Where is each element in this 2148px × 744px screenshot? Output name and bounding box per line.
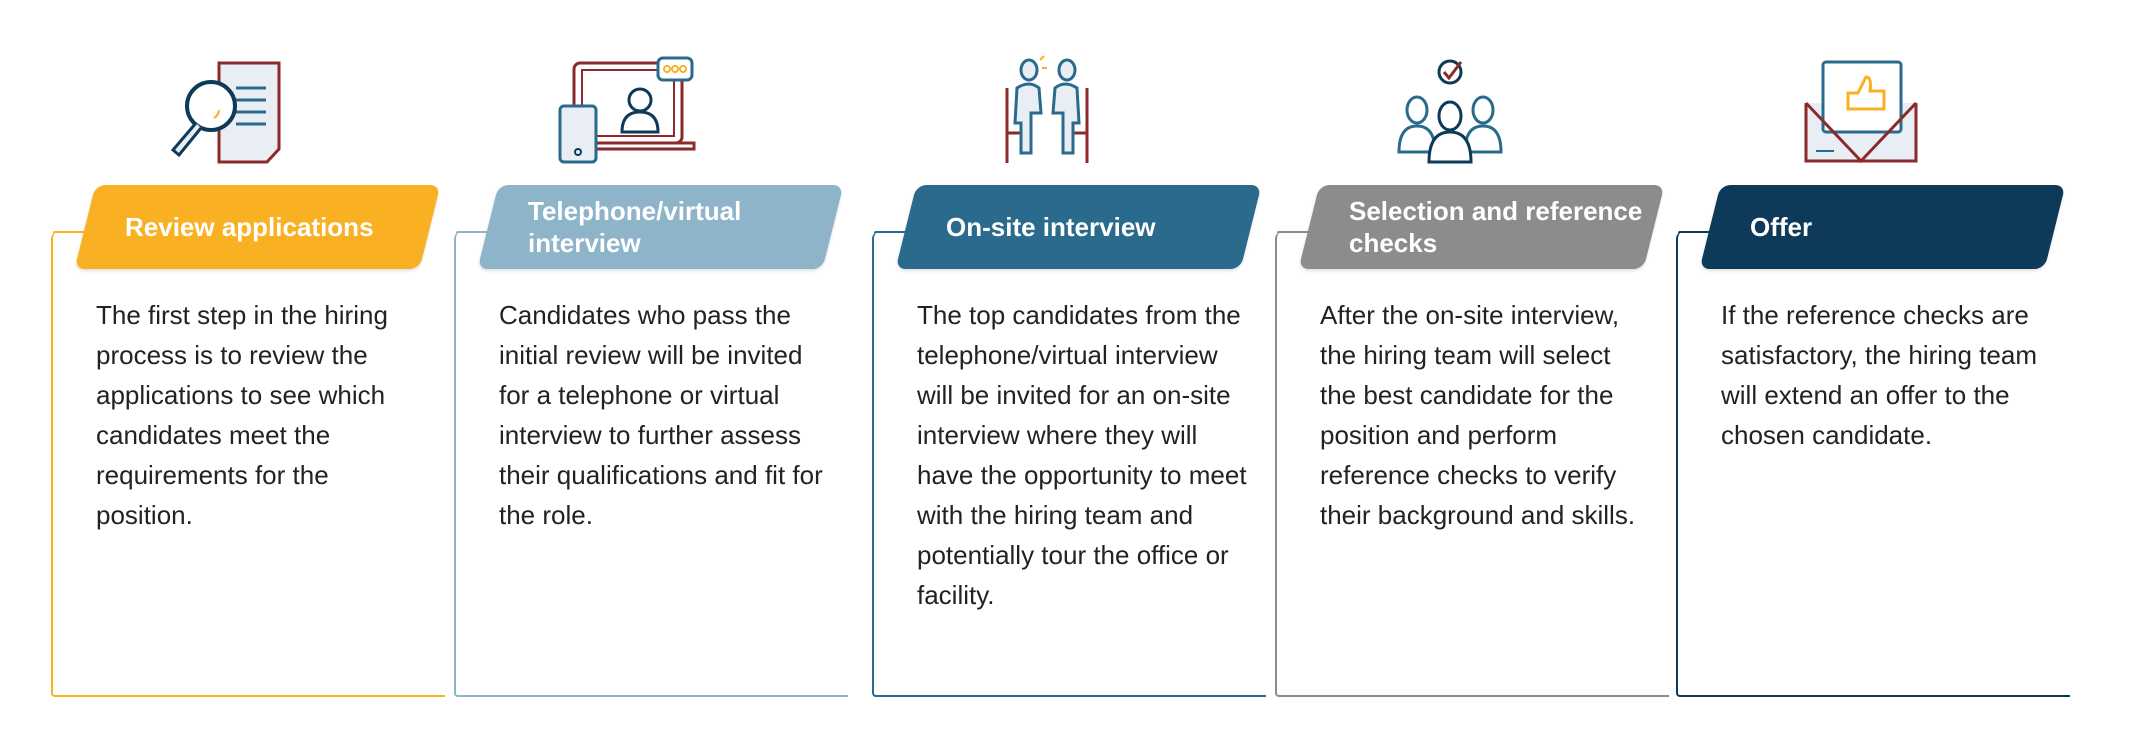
selected-candidate-icon bbox=[1397, 59, 1503, 164]
step-description: If the reference checks are satisfactory… bbox=[1721, 300, 2037, 450]
step-selection-reference-checks: Selection and reference checks After the… bbox=[1275, 40, 1675, 700]
offer-envelope-icon bbox=[1804, 60, 1918, 164]
step-title: Selection and reference checks bbox=[1349, 196, 1643, 258]
magnifier-document-icon bbox=[170, 61, 281, 164]
step-title: Telephone/virtual interview bbox=[528, 196, 742, 258]
step-label: On-site interview bbox=[895, 185, 1262, 269]
step-offer: Offer If the reference checks are satisf… bbox=[1676, 40, 2076, 700]
step-telephone-interview: Telephone/virtual interview Candidates w… bbox=[454, 40, 854, 700]
step-frame bbox=[1275, 231, 1669, 697]
step-title: Offer bbox=[1750, 212, 1813, 242]
step-title: On-site interview bbox=[946, 212, 1156, 242]
step-label: Offer bbox=[1699, 185, 2066, 269]
step-description: The top candidates from the telephone/vi… bbox=[917, 300, 1247, 610]
step-frame bbox=[454, 231, 848, 697]
step-description: Candidates who pass the initial review w… bbox=[499, 300, 823, 530]
interview-people-icon bbox=[1005, 55, 1089, 163]
step-label: Review applications bbox=[74, 185, 441, 269]
step-description: The first step in the hiring process is … bbox=[96, 300, 388, 530]
step-frame bbox=[1676, 231, 2070, 697]
step-label: Telephone/virtual interview bbox=[477, 185, 844, 269]
step-description: After the on-site interview, the hiring … bbox=[1320, 300, 1636, 530]
step-onsite-interview: On-site interview The top candidates fro… bbox=[872, 40, 1272, 700]
step-frame bbox=[872, 231, 1266, 697]
step-title: Review applications bbox=[125, 212, 374, 242]
video-call-icon bbox=[558, 56, 696, 164]
step-review-applications: Review applications The first step in th… bbox=[51, 40, 451, 700]
step-label: Selection and reference checks bbox=[1298, 185, 1665, 269]
step-frame bbox=[51, 231, 445, 697]
